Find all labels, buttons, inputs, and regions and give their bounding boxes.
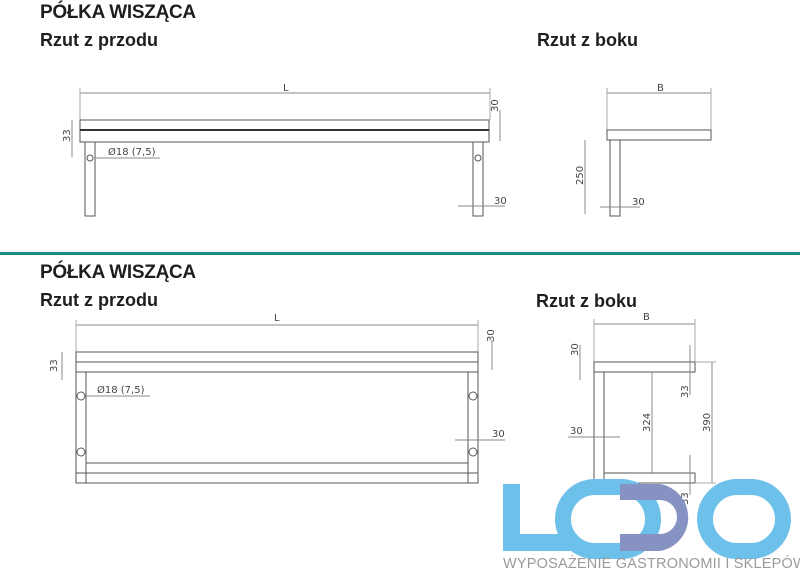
dim-33-1: 33 bbox=[62, 129, 73, 142]
side-view-1 bbox=[584, 88, 712, 217]
dim-30-side-2: 30 bbox=[570, 426, 583, 437]
dim-B-1: B bbox=[657, 83, 664, 94]
section2-title: PÓŁKA WISZĄCA bbox=[40, 262, 196, 283]
section2-front-label: Rzut z przodu bbox=[40, 290, 158, 310]
section1-side-label: Rzut z boku bbox=[537, 30, 638, 50]
section-divider bbox=[0, 252, 800, 255]
dim-33-2: 33 bbox=[49, 359, 60, 372]
dim-hole-1: Ø18 (7,5) bbox=[108, 146, 156, 158]
dim-L-2: L bbox=[274, 313, 280, 324]
front-view-1 bbox=[71, 88, 505, 217]
dim-30-top-1: 30 bbox=[490, 99, 501, 112]
section2-side-label: Rzut z boku bbox=[536, 291, 637, 311]
logo-tagline: WYPOSAŻENIE GASTRONOMII I SKLEPÓW bbox=[503, 556, 800, 572]
dim-33-side-bottom: 33 bbox=[680, 492, 691, 505]
dim-250: 250 bbox=[575, 166, 586, 185]
dim-30-top-2: 30 bbox=[486, 329, 497, 342]
dim-hole-2: Ø18 (7,5) bbox=[97, 384, 145, 396]
dim-33-side-top: 33 bbox=[680, 385, 691, 398]
side-view-2 bbox=[568, 319, 716, 495]
dim-324: 324 bbox=[642, 413, 653, 432]
dim-30-leg-2: 30 bbox=[492, 429, 505, 440]
front-view-2 bbox=[61, 320, 505, 484]
dim-30-leg-1: 30 bbox=[494, 196, 507, 207]
dim-30-side-top-2: 30 bbox=[570, 343, 581, 356]
dim-B-2: B bbox=[643, 312, 650, 323]
dim-390: 390 bbox=[702, 413, 713, 432]
section1-front-label: Rzut z przodu bbox=[40, 30, 158, 50]
lodo-logo bbox=[503, 479, 791, 559]
dim-L-1: L bbox=[283, 83, 289, 94]
section1-title: PÓŁKA WISZĄCA bbox=[40, 2, 196, 23]
dim-30-side-1: 30 bbox=[632, 197, 645, 208]
